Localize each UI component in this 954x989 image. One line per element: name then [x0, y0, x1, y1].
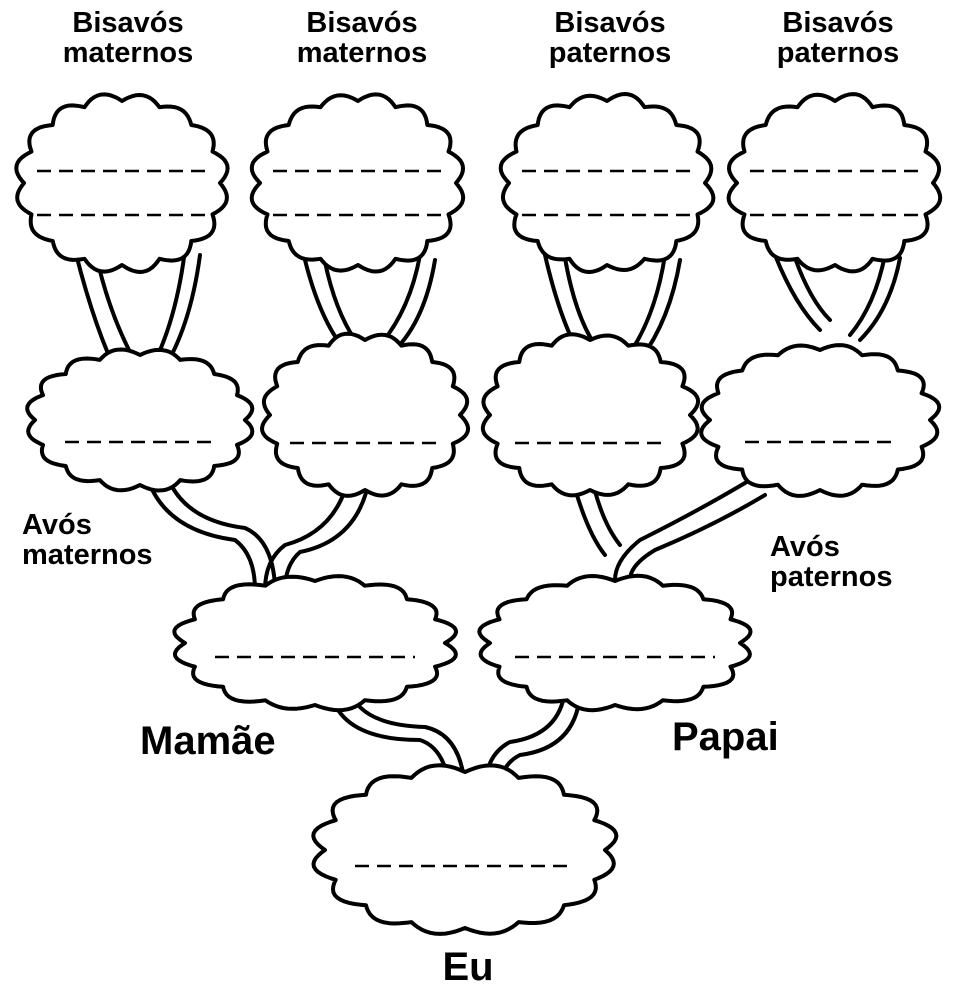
crown-me: [313, 765, 616, 934]
label-mother: Mamãe: [140, 720, 276, 762]
crown-outline: [16, 94, 227, 272]
label-line-1: Avós: [770, 532, 892, 562]
crown-great-grandparent-maternal-1: [16, 94, 227, 272]
crown-great-grandparent-paternal-2: [729, 94, 941, 271]
crown-grandparent-maternal-1: [27, 350, 252, 491]
crown-father: [479, 576, 750, 710]
label-line-2: maternos: [38, 38, 218, 68]
crown-outline: [27, 350, 252, 491]
label-grandparents-paternal: Avós paternos: [770, 532, 892, 593]
label-father: Papai: [672, 716, 779, 758]
crown-outline: [252, 94, 464, 271]
label-great-grandparents-maternal-1: Bisavós maternos: [38, 8, 218, 69]
label-line-2: paternos: [520, 38, 700, 68]
crown-grandparent-paternal-1: [483, 334, 698, 495]
label-great-grandparents-paternal-2: Bisavós paternos: [748, 8, 928, 69]
tree-branches: [75, 250, 900, 790]
crown-grandparent-maternal-2: [262, 334, 468, 496]
label-line-1: Bisavós: [272, 8, 452, 38]
label-me: Eu: [420, 946, 516, 988]
crown-outline: [501, 94, 714, 272]
crown-outline: [701, 345, 939, 496]
crown-mother: [174, 576, 456, 710]
label-text: Papai: [672, 716, 779, 758]
crown-outline: [174, 576, 456, 710]
label-line-2: maternos: [22, 540, 153, 570]
crown-outline: [483, 334, 698, 495]
crown-outline: [262, 334, 468, 496]
label-line-1: Bisavós: [38, 8, 218, 38]
label-line-2: paternos: [748, 38, 928, 68]
crown-outline: [479, 576, 750, 710]
label-great-grandparents-maternal-2: Bisavós maternos: [272, 8, 452, 69]
label-line-1: Avós: [22, 510, 153, 540]
crown-outline: [729, 94, 941, 271]
label-great-grandparents-paternal-1: Bisavós paternos: [520, 8, 700, 69]
label-line-2: paternos: [770, 562, 892, 592]
label-text: Eu: [420, 946, 516, 988]
label-text: Mamãe: [140, 720, 276, 762]
label-line-2: maternos: [272, 38, 452, 68]
crown-grandparent-paternal-2: [701, 345, 939, 496]
crown-outline: [313, 765, 616, 934]
tree-crowns: [16, 94, 940, 934]
label-grandparents-maternal: Avós maternos: [22, 510, 153, 571]
label-line-1: Bisavós: [748, 8, 928, 38]
label-line-1: Bisavós: [520, 8, 700, 38]
crown-great-grandparent-paternal-1: [501, 94, 714, 272]
crown-great-grandparent-maternal-2: [252, 94, 464, 271]
